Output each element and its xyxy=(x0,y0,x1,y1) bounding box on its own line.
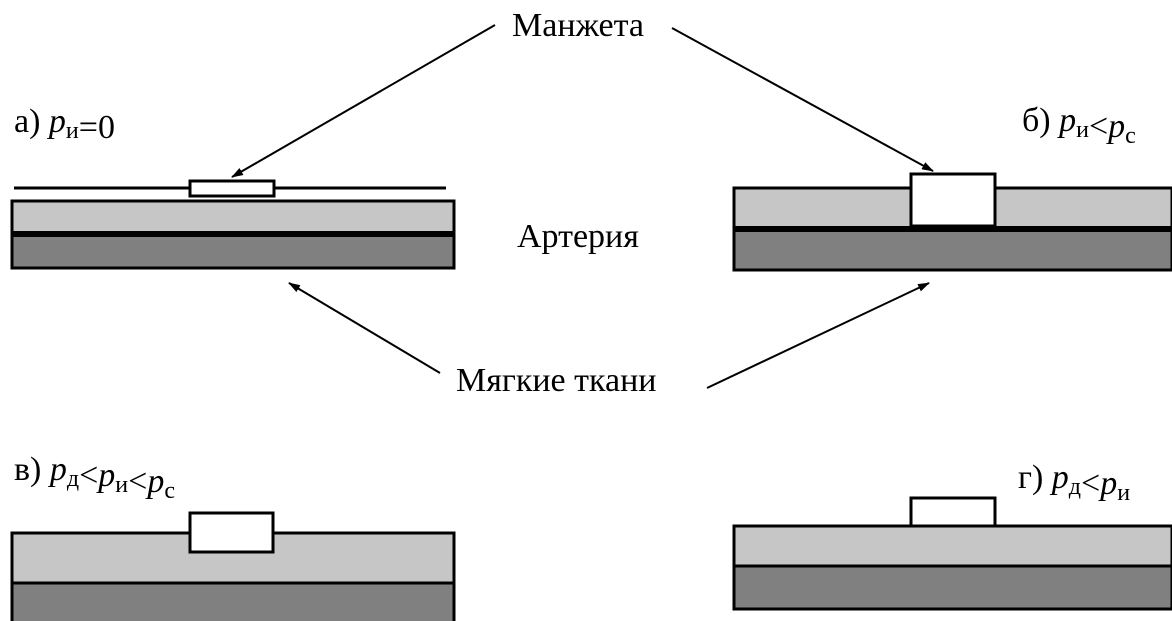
arrow-cuff-to-b xyxy=(671,27,934,172)
arrow-tissue-to-b xyxy=(706,282,930,389)
panel-b xyxy=(732,172,1172,272)
cuff xyxy=(909,496,997,528)
panel-prefix: а) xyxy=(14,103,49,140)
pressure-subscript: и xyxy=(1076,117,1089,143)
panel-g-condition: г) pд<pи xyxy=(1018,459,1130,506)
panel-v xyxy=(10,511,456,621)
pressure-variable: p xyxy=(48,451,67,488)
pressure-variable: p xyxy=(96,457,115,494)
soft-tissue-layer xyxy=(10,233,456,270)
arrow-cuff-to-a xyxy=(231,24,496,178)
panel-a-condition: а) pи=0 xyxy=(14,103,115,146)
soft-tissue-layer xyxy=(732,228,1172,272)
artery-label: Артерия xyxy=(517,218,639,255)
panel-prefix: в) xyxy=(14,451,50,488)
comparison-operator: < xyxy=(128,463,147,500)
soft-tissue-label: Мягкие ткани xyxy=(456,362,656,399)
pressure-subscript: д xyxy=(1069,474,1081,500)
comparison-operator: < xyxy=(79,457,98,494)
pressure-subscript: и xyxy=(66,118,79,144)
cuff xyxy=(188,179,276,198)
pointer-arrows xyxy=(231,24,934,389)
panel-g xyxy=(732,496,1172,611)
soft-tissue-layer xyxy=(732,564,1172,611)
value-text: 0 xyxy=(98,109,115,146)
panel-prefix: г) xyxy=(1018,459,1052,496)
pressure-subscript: с xyxy=(164,478,175,504)
panel-prefix: б) xyxy=(1022,102,1059,139)
comparison-operator: < xyxy=(1081,465,1100,502)
pressure-variable: p xyxy=(1098,465,1117,502)
panel-b-condition: б) pи<pс xyxy=(1022,102,1136,149)
pressure-variable: p xyxy=(47,103,66,140)
soft-tissue-layer xyxy=(10,581,456,621)
pressure-subscript: д xyxy=(67,466,79,492)
pressure-variable: p xyxy=(145,463,164,500)
panel-v-condition: в) pд<pи<pс xyxy=(14,451,175,504)
pressure-variable: p xyxy=(1050,459,1069,496)
cuff xyxy=(188,511,275,554)
artery-layer xyxy=(732,524,1172,568)
panel-a xyxy=(10,179,456,270)
pressure-subscript: и xyxy=(1117,480,1130,506)
cuff xyxy=(909,172,997,228)
pressure-subscript: и xyxy=(115,472,128,498)
pressure-variable: p xyxy=(1057,102,1076,139)
pressure-variable: p xyxy=(1106,108,1125,145)
comparison-operator: = xyxy=(79,109,98,146)
cuff-label: Манжета xyxy=(512,7,644,44)
pressure-subscript: с xyxy=(1125,123,1136,149)
comparison-operator: < xyxy=(1089,108,1108,145)
artery-layer xyxy=(10,199,456,237)
arrow-tissue-to-a xyxy=(288,282,441,374)
